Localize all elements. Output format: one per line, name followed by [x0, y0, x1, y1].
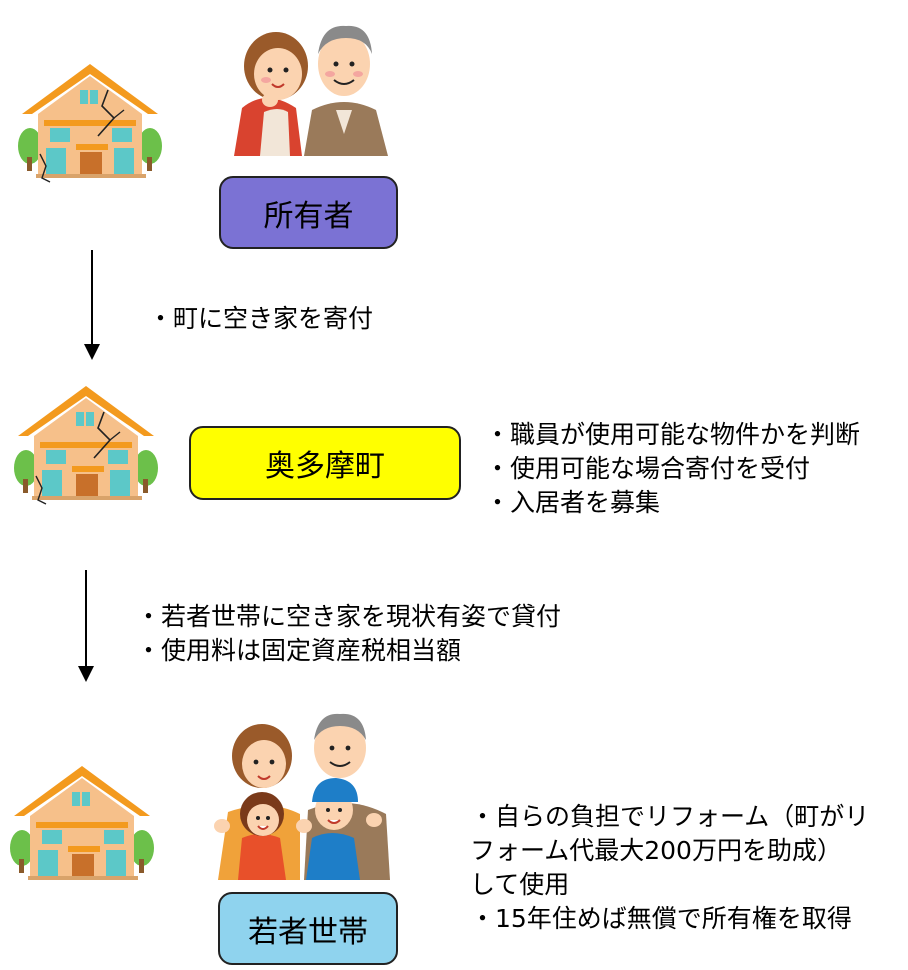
elderly-couple-icon [234, 25, 388, 156]
transition-line: ・若者世帯に空き家を現状有姿で貸付 [136, 602, 562, 631]
transition-2-text: ・若者世帯に空き家を現状有姿で貸付 ・使用料は固定資産税相当額 [136, 600, 561, 668]
town-notes: ・職員が使用可能な物件かを判断 ・使用可能な場合寄付を受付 ・入居者を募集 [485, 418, 860, 520]
note-line: ・自らの負担でリフォーム（町がリ [470, 802, 870, 831]
note-line: フォーム代最大200万円を助成） [470, 836, 842, 865]
note-line: ・入居者を募集 [485, 488, 661, 517]
transition-line: ・町に空き家を寄付 [148, 304, 374, 333]
owner-box: 所有者 [219, 176, 398, 249]
arrow-down-icon [84, 250, 100, 360]
household-notes: ・自らの負担でリフォーム（町がリ フォーム代最大200万円を助成） して使用 ・… [470, 800, 869, 936]
note-line: ・15年住めば無償で所有権を取得 [470, 904, 852, 933]
household-box: 若者世帯 [218, 892, 398, 965]
transition-line: ・使用料は固定資産税相当額 [136, 636, 462, 665]
house-icon [18, 64, 162, 183]
house-icon [10, 766, 154, 880]
note-line: ・職員が使用可能な物件かを判断 [485, 420, 861, 449]
arrow-down-icon [78, 570, 94, 682]
family-icon [214, 713, 390, 880]
house-icon [14, 386, 158, 505]
transition-1-text: ・町に空き家を寄付 [148, 302, 373, 336]
note-line: ・使用可能な場合寄付を受付 [485, 454, 811, 483]
note-line: して使用 [470, 870, 570, 899]
town-box: 奥多摩町 [189, 426, 461, 500]
